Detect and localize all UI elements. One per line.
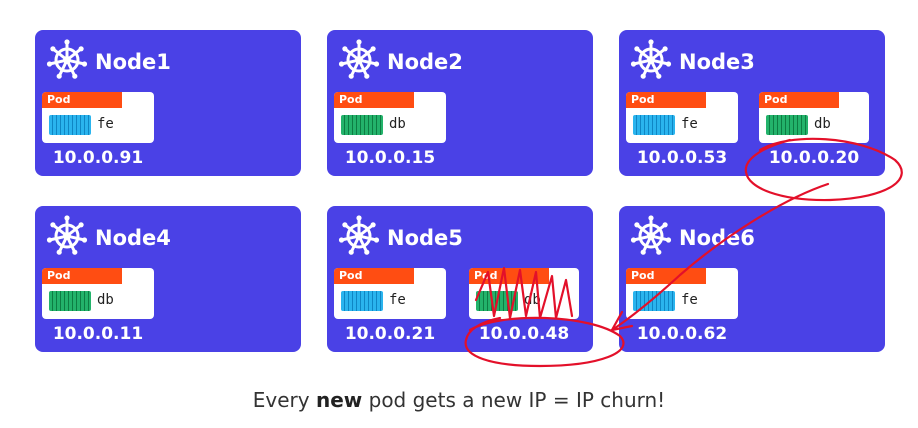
container-name: db [97,292,114,308]
pod-ip: 10.0.0.91 [52,148,144,168]
pod-ip: 10.0.0.62 [636,324,728,344]
helm-wheel-icon [45,214,89,262]
container-icon [49,291,91,311]
pod-fe: Pod fe [626,268,738,319]
helm-wheel-icon [337,214,381,262]
pod-ip: 10.0.0.15 [344,148,436,168]
container-name: fe [681,292,698,308]
node-title: Node1 [95,50,171,74]
pod-ip: 10.0.0.21 [344,324,436,344]
pod-label: Pod [626,92,706,108]
node-card-2: Node2 Pod db 10.0.0.15 [327,30,593,176]
container-icon [476,291,518,311]
caption-bold: new [315,388,363,412]
caption-before: Every [252,388,316,412]
pod-label: Pod [42,92,122,108]
container-icon [341,291,383,311]
container-name: db [524,292,541,308]
caption: Every new pod gets a new IP = IP churn! [0,388,918,412]
container-name: db [814,116,831,132]
pod-db: Pod db [759,92,869,143]
container-name: fe [97,116,114,132]
pod-fe: Pod fe [626,92,738,143]
caption-after: pod gets a new IP = IP churn! [362,388,666,412]
pod-ip: 10.0.0.11 [52,324,144,344]
helm-wheel-icon [629,38,673,86]
node-card-4: Node4 Pod db 10.0.0.11 [35,206,301,352]
pod-fe: Pod fe [334,268,446,319]
container-name: fe [681,116,698,132]
container-icon [633,115,675,135]
pod-label: Pod [334,268,414,284]
pod-db: Pod db [334,92,446,143]
node-card-1: Node1 Pod fe 10.0.0.91 [35,30,301,176]
pod-label: Pod [42,268,122,284]
node-card-5: Node5 Pod fe 10.0.0.21 Pod db 10.0.0.48 [327,206,593,352]
pod-ip: 10.0.0.53 [636,148,728,168]
container-icon [341,115,383,135]
node-title: Node4 [95,226,171,250]
pod-label: Pod [334,92,414,108]
pod-ip: 10.0.0.48 [478,324,570,344]
container-icon [633,291,675,311]
node-title: Node6 [679,226,755,250]
node-title: Node2 [387,50,463,74]
node-title: Node3 [679,50,755,74]
pod-fe: Pod fe [42,92,154,143]
node-card-6: Node6 Pod fe 10.0.0.62 [619,206,885,352]
pod-label: Pod [626,268,706,284]
container-name: fe [389,292,406,308]
container-name: db [389,116,406,132]
node-card-3: Node3 Pod fe 10.0.0.53 Pod db 10.0.0.20 [619,30,885,176]
node-title: Node5 [387,226,463,250]
container-icon [49,115,91,135]
pod-db: Pod db [42,268,154,319]
pod-db: Pod db [469,268,579,319]
pod-ip: 10.0.0.20 [768,148,860,168]
pod-label: Pod [759,92,839,108]
helm-wheel-icon [629,214,673,262]
container-icon [766,115,808,135]
helm-wheel-icon [337,38,381,86]
helm-wheel-icon [45,38,89,86]
pod-label: Pod [469,268,549,284]
